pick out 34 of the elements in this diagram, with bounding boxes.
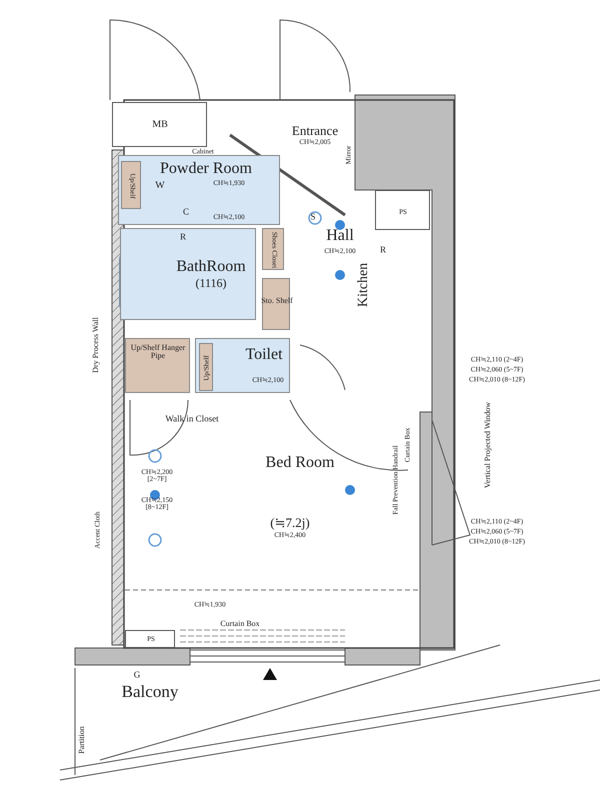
room-label: MB [152, 120, 168, 130]
room-label: BathRoom [176, 259, 246, 275]
shelf-area [121, 161, 141, 209]
room-label: Hall [326, 228, 354, 244]
shelf-area [125, 338, 190, 393]
room-label: Bed Room [266, 455, 334, 471]
shelf-area [262, 228, 284, 270]
ceiling-height-label: (1116) [195, 277, 227, 289]
fixture-symbol: R [380, 246, 386, 254]
room-label: Up/Shelf Hanger Pipe [130, 344, 186, 360]
fixture-symbol: C [183, 208, 189, 216]
ceiling-height-label: (≒7.2j) [270, 516, 310, 529]
wet-room-area [195, 338, 290, 393]
shelf-area [199, 343, 213, 391]
room-box [112, 102, 207, 147]
room-box [375, 190, 430, 230]
wet-room-area [118, 155, 280, 225]
room-label: Balcony [122, 683, 178, 700]
fixture-symbol: S [310, 212, 316, 222]
room-label: Toilet [245, 347, 283, 363]
plan-annotation: Curtain Box [220, 620, 260, 628]
fixture-symbol: R [180, 232, 186, 242]
room-label: Powder Room [160, 161, 252, 177]
fixture-symbol: G [134, 670, 140, 680]
fixture-symbol: W [155, 181, 165, 191]
wet-room-area [120, 228, 256, 320]
room-label: Kitchen [357, 262, 371, 308]
plan-annotation: Walk in Closet [165, 414, 219, 424]
plan-annotation: Dry Process Wall [92, 317, 100, 373]
plan-annotation: Vertical Projected Window [484, 402, 492, 488]
room-label: Entrance [292, 124, 338, 137]
room-label: Sto. Shelf [261, 297, 293, 305]
plan-annotation: Partition [78, 726, 86, 754]
room-box [125, 630, 175, 648]
